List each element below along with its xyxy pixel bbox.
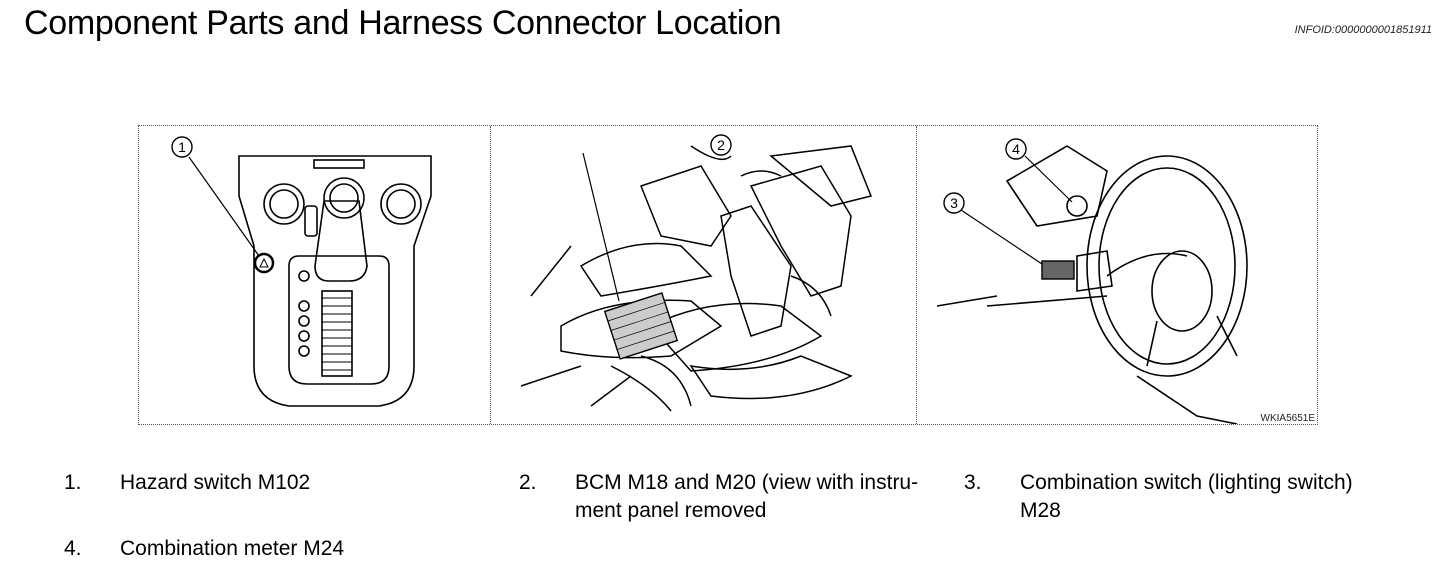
component-figure: 1 bbox=[138, 125, 1318, 425]
svg-text:4: 4 bbox=[1012, 141, 1020, 157]
info-id: INFOID:0000000001851911 bbox=[1294, 24, 1432, 36]
callout-2: 2 bbox=[710, 134, 732, 156]
shifter-illustration: 1 bbox=[171, 136, 432, 407]
callout-1: 1 bbox=[171, 136, 193, 158]
legend-item-1: 1. Hazard switch M102 bbox=[64, 469, 484, 529]
panel-steering: 3 4 WKIA5651E bbox=[917, 126, 1319, 424]
panel-hazard-switch: 1 bbox=[139, 126, 491, 424]
legend-number: 1. bbox=[64, 471, 82, 494]
legend-text: Combination meter M24 bbox=[120, 537, 345, 560]
legend-number: 4. bbox=[64, 537, 82, 560]
legend-text: Hazard switch M102 bbox=[120, 471, 311, 494]
steering-illustration: 3 4 bbox=[936, 138, 1248, 424]
svg-text:2: 2 bbox=[717, 137, 725, 153]
bcm-illustration: 2 bbox=[520, 134, 873, 412]
legend-text: BCM M18 and M20 (view with instru- ment … bbox=[575, 471, 919, 522]
legend-number: 2. bbox=[519, 471, 537, 494]
figure-code: WKIA5651E bbox=[1260, 413, 1315, 424]
svg-text:3: 3 bbox=[950, 195, 958, 211]
callout-3: 3 bbox=[943, 192, 965, 214]
legend-number: 3. bbox=[964, 471, 982, 494]
legend-item-3: 3. Combination switch (lighting switch) … bbox=[964, 469, 1404, 529]
legend-item-2: 2. BCM M18 and M20 (view with instru- me… bbox=[519, 469, 959, 529]
legend-text: Combination switch (lighting switch) M28 bbox=[1020, 471, 1353, 522]
callout-4: 4 bbox=[1005, 138, 1027, 160]
svg-text:1: 1 bbox=[178, 139, 186, 155]
legend-item-4: 4. Combination meter M24 bbox=[64, 535, 484, 565]
page-title: Component Parts and Harness Connector Lo… bbox=[24, 4, 782, 42]
panel-bcm: 2 bbox=[491, 126, 917, 424]
